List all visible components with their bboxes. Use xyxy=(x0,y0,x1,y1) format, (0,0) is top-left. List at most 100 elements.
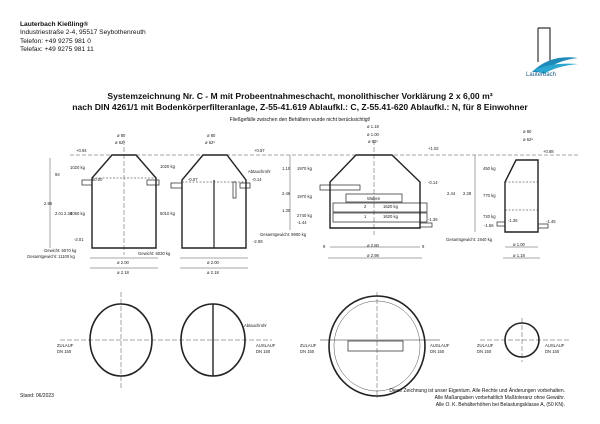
legal-note-3: Alle O. K. Behälterhöhen bei Belastungsk… xyxy=(435,401,565,408)
t2-level-bottom: -2.08 xyxy=(253,239,263,244)
plan-tank3 xyxy=(320,292,440,398)
t1-d218: ø 2.18 xyxy=(117,270,130,275)
t3-ring2: 2 xyxy=(364,204,367,209)
t1-h-total: 2.95 xyxy=(44,201,53,206)
t3-wall-right: 9 xyxy=(422,244,425,249)
t3-w-ring2: 1620 kg xyxy=(383,204,399,209)
t1-d625: ø 62⁵ xyxy=(115,140,125,145)
plan4-dn-out: DN 150 xyxy=(545,349,560,354)
t1-h-94: 94 xyxy=(55,172,60,177)
flow-note: Fließgefälle zwischen den Behältern wurd… xyxy=(229,117,371,123)
t2-baffle: Abtauchrohr xyxy=(248,169,271,174)
t4-total-weight: Gesamtgewicht: 1940 kg xyxy=(446,237,493,242)
t3-total-weight: Gesamtgewicht: 9900 kg xyxy=(260,232,307,237)
t3-wall-left: 9 xyxy=(323,244,326,249)
legal-notes: Diese Zeichnung ist unser Eigentum. Alle… xyxy=(389,388,565,408)
tank1-section xyxy=(81,140,160,255)
t2-d80: ø 80 xyxy=(207,133,216,138)
t1-weight: Gewicht: 5070 kg xyxy=(44,248,77,253)
t4-level-out: -1.45 xyxy=(546,219,556,224)
plan4-outlet: AUSLAUF xyxy=(545,343,565,348)
logo-text: Lauterbach xyxy=(526,72,557,78)
t1-d200: ø 2.00 xyxy=(117,260,130,265)
tank2-section xyxy=(170,154,251,249)
t3-module: Waben xyxy=(367,196,381,201)
t2-d200: ø 2.00 xyxy=(207,260,220,265)
drawing-title-line2: nach DIN 4261/1 mit Bodenkörperfilteranl… xyxy=(72,102,528,112)
t3-d298: ø 2.98 xyxy=(367,253,380,258)
tank3-section xyxy=(319,140,433,235)
t4-w-bot: 720 kg xyxy=(483,214,496,219)
t2-w-top: 1020 kg xyxy=(160,164,176,169)
t2-w-body: 5010 kg xyxy=(160,211,176,216)
plan-tank1 xyxy=(60,292,172,388)
plan1-inlet: ZULAUF xyxy=(57,343,74,348)
plan3-dn: DN 150 xyxy=(300,349,315,354)
tank4-section xyxy=(496,159,549,233)
plan3-inlet: ZULAUF xyxy=(300,343,317,348)
t1-h-236: 2.36 xyxy=(64,211,73,216)
t3-d100: ø 1.00 xyxy=(367,132,380,137)
plan4-inlet: ZULAUF xyxy=(477,343,494,348)
t1-level-zero: ±0.00 xyxy=(92,177,103,182)
t1-level-top: +0.94 xyxy=(76,148,87,153)
t4-level-in2: -1.56 xyxy=(484,223,494,228)
t3-level-bottom: -1.44 xyxy=(297,220,307,225)
plan2-outlet: AUSLAUF xyxy=(256,343,276,348)
t2-level-out: -0.14 xyxy=(252,177,262,182)
drawing-title-line1: Systemzeichnung Nr. C - M mit Probeentna… xyxy=(107,91,493,101)
t3-w-ring1: 1620 kg xyxy=(383,214,399,219)
t4-d80: ø 80 xyxy=(523,129,532,134)
t3-w2: 1970 kg xyxy=(297,194,313,199)
company-name: Lauterbach Kießling® xyxy=(20,21,89,28)
t2-weight: Gewicht: 6030 kg xyxy=(138,251,171,256)
t3-level-top: +1.02 xyxy=(428,146,439,151)
t2-d625: ø 62⁵ xyxy=(205,140,215,145)
t3-h110: 1.10 xyxy=(282,166,291,171)
plan2-baffle: Abtauchrohr xyxy=(244,323,267,328)
t4-level-top: +0.88 xyxy=(543,149,554,154)
t3-h246: 2.46 xyxy=(282,191,291,196)
date-stamp: Stand: 06/2023 xyxy=(20,393,54,399)
t4-w-top: 450 kg xyxy=(483,166,496,171)
company-address: Lauterbach Kießling® Industriestraße 2-4… xyxy=(20,21,146,55)
t4-h244: 2.44 xyxy=(447,191,456,196)
t3-d280: ø 2.80 xyxy=(367,243,380,248)
t4-h228: 2.28 xyxy=(463,191,472,196)
t1-w-body: 4050 kg xyxy=(70,211,86,216)
t1-level-bottom: -2.01 xyxy=(74,237,84,242)
t4-level-in: -1.35 xyxy=(508,218,518,223)
t2-level-top: +0.87 xyxy=(254,148,265,153)
plan4-dn: DN 150 xyxy=(477,349,492,354)
company-phone: Telefon: +49 9275 981 0 xyxy=(20,37,91,45)
t3-level-mid: -1.35 xyxy=(428,217,438,222)
company-street: Industriestraße 2-4, 95517 Seybothenreut… xyxy=(20,29,146,37)
t3-level-in: -0.14 xyxy=(428,180,438,185)
t3-h130: 1.30 xyxy=(282,208,291,213)
t4-d100: ø 1.00 xyxy=(513,242,526,247)
t3-d625: ø 62⁵ xyxy=(368,139,378,144)
t3-w3: 2740 kg xyxy=(297,213,313,218)
legal-note-1: Diese Zeichnung ist unser Eigentum. Alle… xyxy=(389,388,565,394)
t2-level-in: -0.07 xyxy=(188,177,198,182)
legal-note-2: Alle Maßangaben vorbehaltlich Maßtoleran… xyxy=(434,394,565,401)
t4-d118: ø 1.18 xyxy=(513,253,526,258)
t2-d218: ø 2.18 xyxy=(207,270,220,275)
t3-w1: 1970 kg xyxy=(297,166,313,171)
plan1-dn: DN 150 xyxy=(57,349,72,354)
t3-d118: ø 1.18 xyxy=(367,124,380,129)
t1-w-top: 1020 kg xyxy=(70,165,86,170)
t1-h-201: 2.01 xyxy=(55,211,64,216)
t1-total-weight: Gesamtgewicht: 11100 kg xyxy=(27,254,75,259)
plan-tank2 xyxy=(172,303,272,377)
plan3-dn-out: DN 150 xyxy=(430,349,445,354)
plan3-outlet: AUSLAUF xyxy=(430,343,450,348)
company-fax: Telefax: +49 9275 981 11 xyxy=(20,46,94,54)
plan-tank4 xyxy=(480,318,570,362)
t4-d625: ø 62⁵ xyxy=(523,137,533,142)
plan2-dn: DN 150 xyxy=(256,349,271,354)
t4-w-mid: 770 kg xyxy=(483,193,496,198)
t3-ring1: 1 xyxy=(364,214,367,219)
lauterbach-logo xyxy=(532,27,578,74)
